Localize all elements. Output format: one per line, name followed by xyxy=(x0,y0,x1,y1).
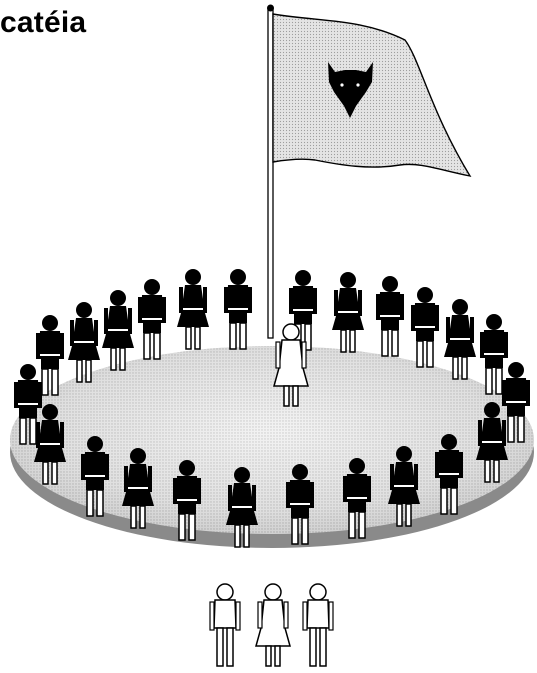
scout xyxy=(224,269,252,349)
scout xyxy=(68,302,100,382)
scout xyxy=(138,279,166,359)
scout xyxy=(376,276,404,356)
newcomer-scout xyxy=(256,584,290,666)
scout xyxy=(332,272,364,352)
flag xyxy=(273,14,470,176)
newcomer-scout xyxy=(210,584,240,666)
scout xyxy=(177,269,209,349)
scout xyxy=(444,299,476,379)
newcomer-scouts xyxy=(210,584,333,666)
scout xyxy=(411,287,439,367)
scout xyxy=(102,290,134,370)
newcomer-scout xyxy=(303,584,333,666)
